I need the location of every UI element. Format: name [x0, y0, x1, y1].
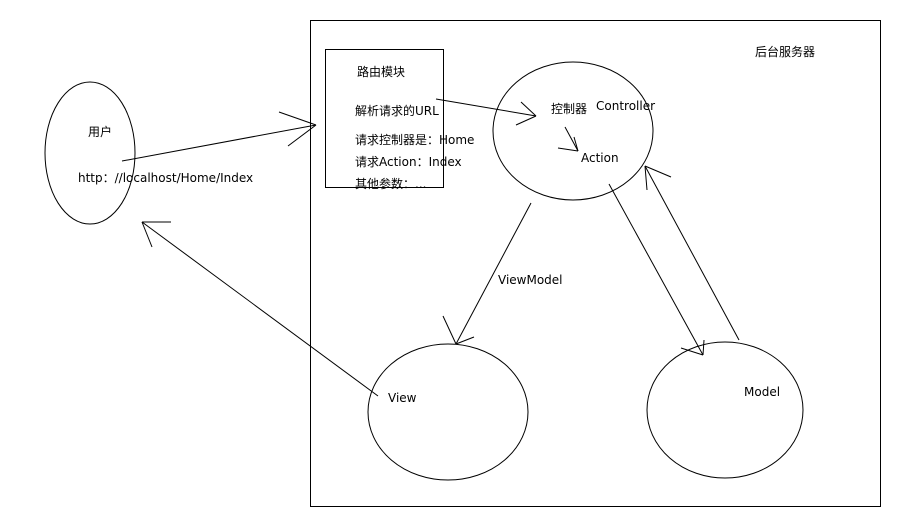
router-line-controller: 请求控制器是：Home [355, 133, 475, 147]
arrow-controller-to-action [557, 126, 579, 152]
arrow-controller-to-model [608, 183, 705, 356]
controller-ellipse [492, 61, 654, 201]
router-box [325, 49, 444, 188]
router-line-url: 解析请求的URL [355, 104, 439, 118]
controller-label-cn: 控制器 [551, 102, 588, 116]
arrow-user-to-router [121, 111, 317, 162]
router-line-action: 请求Action：Index [355, 155, 462, 169]
model-label: Model [744, 385, 781, 399]
action-label: Action [581, 151, 619, 165]
server-title: 后台服务器 [755, 45, 816, 59]
view-label: View [388, 391, 417, 405]
view-ellipse [367, 343, 529, 481]
arrow-router-to-controller [435, 98, 537, 126]
router-line-params: 其他参数：... [355, 177, 427, 191]
model-ellipse [646, 341, 804, 479]
server-frame [310, 20, 881, 507]
user-title: 用户 [88, 125, 113, 139]
router-title: 路由模块 [357, 65, 406, 79]
arrow-controller-to-view [442, 202, 532, 345]
controller-label-en: Controller [596, 99, 656, 113]
user-ellipse [44, 81, 136, 225]
arrow-model-to-controller [644, 165, 740, 341]
arrow-view-to-user [141, 221, 379, 397]
user-url: http：//localhost/Home/Index [78, 171, 254, 185]
edge-label-viewmodel: ViewModel [498, 273, 563, 287]
